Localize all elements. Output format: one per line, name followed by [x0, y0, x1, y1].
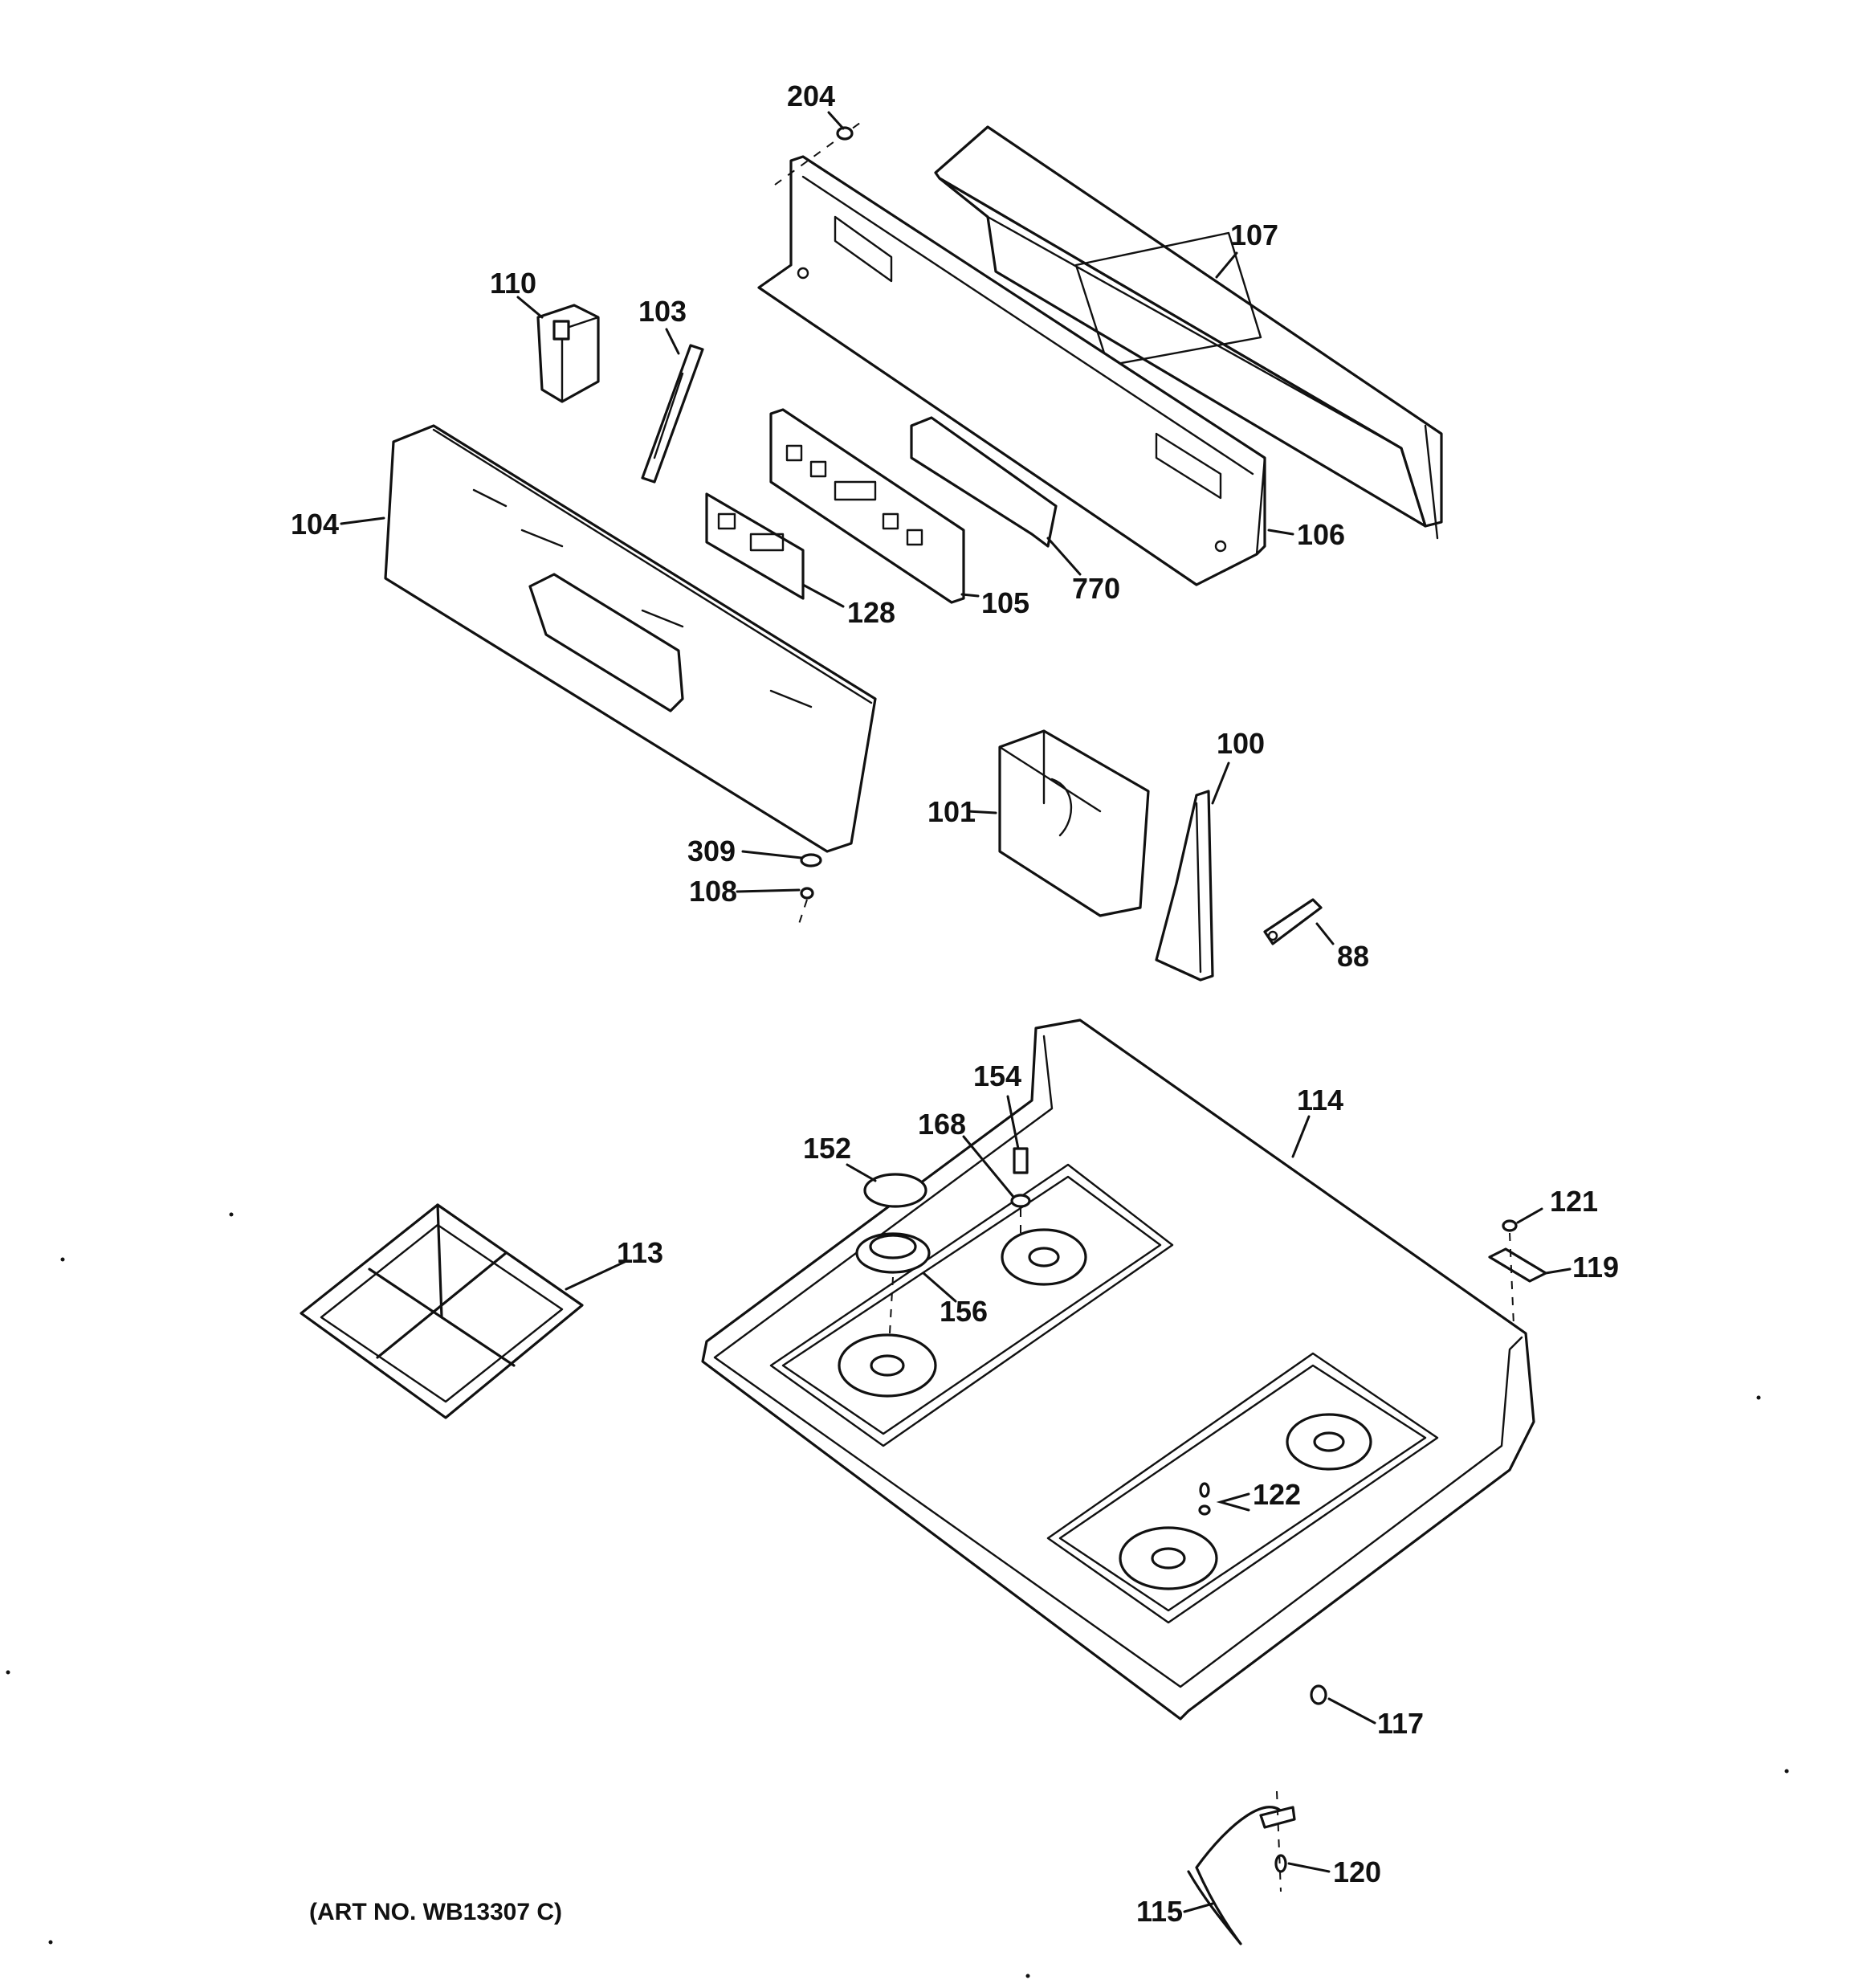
part-88-bar [1263, 898, 1323, 945]
part-105-control-board [769, 408, 965, 604]
part-117-nut [1310, 1684, 1327, 1705]
callout-115: 115 [1136, 1895, 1183, 1928]
callout-119: 119 [1572, 1251, 1619, 1284]
part-103-bracket [641, 344, 704, 484]
callout-108: 108 [689, 875, 737, 908]
callout-204: 204 [787, 80, 835, 112]
callout-154: 154 [973, 1059, 1021, 1092]
part-101-bracket-box [998, 729, 1150, 917]
callout-103: 103 [638, 295, 687, 328]
part-122-screws [1198, 1482, 1211, 1516]
callout-152: 152 [803, 1132, 851, 1165]
art-number: (ART NO. WB13307 C) [309, 1899, 562, 1925]
callout-114: 114 [1297, 1084, 1343, 1116]
callout-labels: 204 107 110 103 104 106 770 128 105 100 … [291, 80, 1619, 1928]
part-770-overlay [910, 416, 1058, 548]
part-309-108-fasteners [798, 853, 822, 925]
part-110-relay-box [536, 304, 600, 403]
part-106-backsplash-frame [757, 155, 1266, 586]
part-128-keypad [705, 492, 805, 600]
callout-117: 117 [1377, 1707, 1424, 1740]
callout-101: 101 [927, 795, 976, 828]
callout-770: 770 [1072, 572, 1120, 605]
callout-105: 105 [981, 586, 1029, 619]
callout-128: 128 [847, 596, 895, 629]
callout-122: 122 [1253, 1478, 1301, 1511]
part-115-120-rod [1187, 1790, 1296, 1945]
callout-309: 309 [687, 835, 736, 867]
callout-156: 156 [940, 1295, 988, 1328]
part-121-119-fasteners [1488, 1219, 1547, 1326]
callout-100: 100 [1217, 727, 1265, 760]
callout-121: 121 [1550, 1185, 1598, 1218]
part-154-168-igniter [1010, 1147, 1031, 1237]
scan-specks [6, 1212, 1789, 1978]
callout-88: 88 [1337, 940, 1369, 973]
burner-ports [838, 1228, 1372, 1590]
callout-113: 113 [617, 1236, 663, 1269]
leader-lines [340, 111, 1572, 1913]
callout-120: 120 [1333, 1855, 1381, 1888]
part-104-control-panel [384, 424, 877, 853]
callout-110: 110 [490, 267, 536, 300]
callout-106: 106 [1297, 518, 1345, 551]
callout-104: 104 [291, 508, 339, 541]
part-113-grate [300, 1203, 584, 1419]
part-100-side-bracket [1155, 790, 1214, 982]
part-107-rear-cover [934, 125, 1443, 540]
callout-168: 168 [918, 1108, 966, 1141]
part-152-burner-cap [863, 1173, 927, 1208]
callout-107: 107 [1230, 218, 1278, 251]
part-114-cooktop [701, 1018, 1535, 1721]
part-156-burner-head [855, 1232, 931, 1334]
part-204-screw [774, 120, 864, 186]
